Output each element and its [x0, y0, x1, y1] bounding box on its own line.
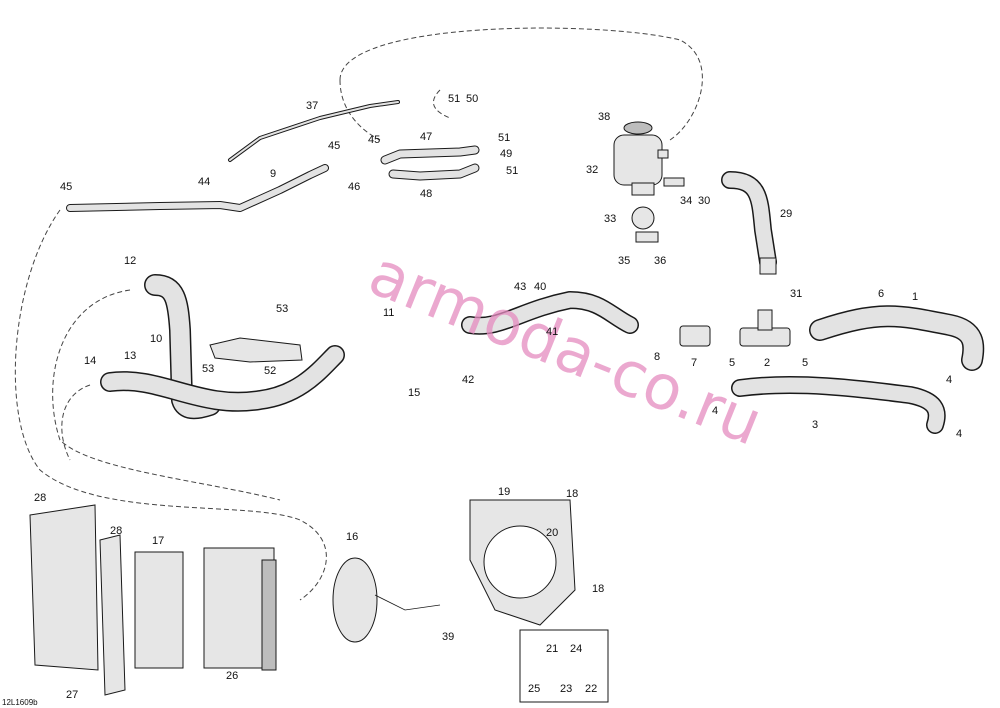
watermark: armoda-co.ru [359, 236, 772, 459]
callout-21: 21 [546, 643, 558, 655]
callout-5: 5 [729, 357, 735, 369]
callout-23: 23 [560, 683, 572, 695]
screen-17 [134, 551, 184, 669]
expansion-tank-32 [613, 121, 685, 196]
callout-18: 18 [592, 583, 604, 595]
drawing-reference: 12L1609b [2, 698, 38, 707]
callout-39: 39 [442, 631, 454, 643]
callout-13: 13 [124, 350, 136, 362]
hose-13 [100, 345, 345, 412]
callout-51: 51 [448, 93, 460, 105]
callout-22: 22 [585, 683, 597, 695]
callout-5: 5 [802, 357, 808, 369]
callout-11: 11 [383, 307, 394, 319]
callout-30: 30 [698, 195, 710, 207]
callout-46: 46 [348, 181, 360, 193]
callout-4: 4 [956, 428, 962, 440]
callout-53: 53 [276, 303, 288, 315]
callout-53: 53 [202, 363, 214, 375]
callout-44: 44 [198, 176, 210, 188]
callout-8: 8 [654, 351, 660, 363]
callout-7: 7 [691, 357, 697, 369]
callout-32: 32 [586, 164, 598, 176]
rod-37 [228, 100, 400, 162]
callout-26: 26 [226, 670, 238, 682]
callout-14: 14 [84, 355, 96, 367]
fan-16 [332, 557, 441, 643]
hose-29 [721, 171, 777, 275]
callout-45: 45 [60, 181, 72, 193]
callout-2: 2 [764, 357, 770, 369]
callout-18: 18 [566, 488, 578, 500]
hose-48 [388, 163, 480, 181]
callout-41: 41 [546, 326, 558, 338]
callout-51: 51 [498, 132, 510, 144]
callout-45: 45 [368, 134, 380, 146]
callout-9: 9 [270, 168, 276, 180]
hose-44 [66, 164, 329, 212]
callout-40: 40 [534, 281, 546, 293]
callout-16: 16 [346, 531, 358, 543]
radiator-26 [203, 547, 277, 671]
callout-34: 34 [680, 195, 692, 207]
callout-48: 48 [420, 188, 432, 200]
callout-45: 45 [328, 140, 340, 152]
panel-27 [29, 504, 99, 671]
clamp-33 [631, 206, 659, 243]
callout-4: 4 [946, 374, 952, 386]
panel-28 [99, 534, 126, 696]
hose-10 [144, 274, 221, 420]
callout-43: 43 [514, 281, 526, 293]
callout-25: 25 [528, 683, 540, 695]
callout-37: 37 [306, 100, 318, 112]
shroud-19 [469, 499, 576, 626]
callout-28: 28 [110, 525, 122, 537]
callout-20: 20 [546, 527, 558, 539]
callout-3: 3 [812, 419, 818, 431]
callout-24: 24 [570, 643, 582, 655]
callout-12: 12 [124, 255, 136, 267]
bracket-52 [209, 337, 303, 363]
hose-3 [731, 376, 946, 434]
t-fitting-2 [739, 309, 791, 347]
callout-10: 10 [150, 333, 162, 345]
callout-49: 49 [500, 148, 512, 160]
coupler-7 [679, 325, 711, 347]
callout-51: 51 [506, 165, 518, 177]
hose-40 [461, 291, 639, 335]
callout-42: 42 [462, 374, 474, 386]
callout-19: 19 [498, 486, 510, 498]
callout-52: 52 [264, 365, 276, 377]
callout-38: 38 [598, 111, 610, 123]
callouts: 1 2 3 4 4 4 5 5 6 7 8 9 10 11 12 13 14 1… [34, 93, 962, 701]
callout-1: 1 [912, 291, 918, 303]
callout-50: 50 [466, 93, 478, 105]
callout-15: 15 [408, 387, 420, 399]
callout-17: 17 [152, 535, 164, 547]
callout-29: 29 [780, 208, 792, 220]
routing-dashed-lines [14, 27, 703, 601]
callout-33: 33 [604, 213, 616, 225]
hose-47 [380, 145, 480, 165]
callout-47: 47 [420, 131, 432, 143]
callout-28: 28 [34, 492, 46, 504]
hose-1 [809, 305, 985, 371]
callout-35: 35 [618, 255, 630, 267]
callout-27: 27 [66, 689, 78, 701]
callout-4: 4 [712, 405, 718, 417]
callout-31: 31 [790, 288, 802, 300]
callout-36: 36 [654, 255, 666, 267]
callout-6: 6 [878, 288, 884, 300]
detail-box-21-25 [519, 629, 609, 703]
